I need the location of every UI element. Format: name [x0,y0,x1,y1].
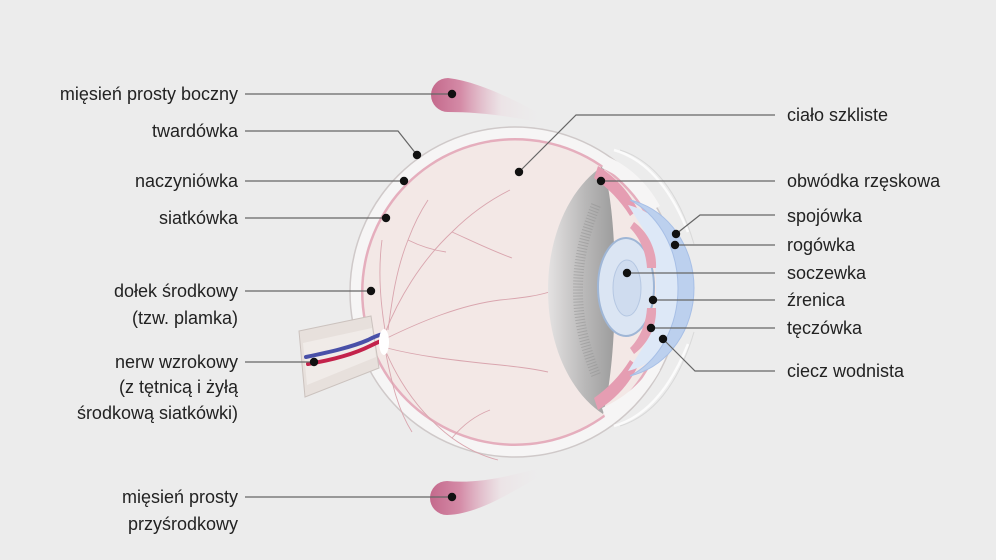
medial-rectus-muscle [430,466,548,515]
label-choroid: naczyniówka [135,171,239,191]
pointer-dot-vitreous [514,167,524,177]
label-aqueous-humor: ciecz wodnista [787,361,905,381]
label-optic-nerve-note-1: (z tętnicą i żyłą [119,377,239,397]
label-fovea-note: (tzw. plamka) [132,308,238,328]
ciliary-band-lower [594,360,638,410]
leader-line-sclera [245,130,418,156]
pointer-dot-optic-nerve [309,357,319,367]
pointer-dot-ciliary-body [596,176,606,186]
labels-left: mięsień prosty boczny twardówka naczynió… [60,84,239,534]
pointer-dot-iris [646,323,656,333]
optic-disc [379,329,389,355]
pointer-dot-conjunctiva [671,229,681,239]
label-conjunctiva: spojówka [787,206,863,226]
label-ciliary-body: obwódka rzęskowa [787,171,941,191]
label-sclera: twardówka [152,121,239,141]
sclera-front-lower [602,366,660,420]
pointer-dot-cornea [670,240,680,250]
pointer-dot-fovea [366,286,376,296]
pointer-dots [309,89,681,502]
label-medial-rectus: mięsień prosty [122,487,238,507]
central-retinal-vein [304,332,385,359]
label-retina: siatkówka [159,208,239,228]
iris-upper [630,222,657,268]
leader-line-vitreous [518,114,775,173]
zonular-fibers [572,203,601,377]
pointer-dot-pupil [648,295,658,305]
pointer-dot-aqueous-humor [658,334,668,344]
pointer-dot-retina [381,213,391,223]
lateral-rectus-muscle [431,78,548,124]
labels-right: ciało szkliste obwódka rzęskowa spojówka… [787,105,941,381]
label-medial-rectus-2: przyśrodkowy [128,514,238,534]
leader-line-conjunctiva [675,214,775,235]
leader-line-aqueous-humor [662,338,775,372]
retinal-vessels [379,189,556,461]
label-optic-nerve-note-2: środkową siatkówki) [77,403,238,423]
leader-lines [245,93,775,498]
label-optic-nerve: nerw wzrokowy [115,352,238,372]
lens-nucleus [612,259,642,317]
label-vitreous: ciało szkliste [787,105,888,125]
pointer-dot-sclera [412,150,422,160]
label-pupil: źrenica [787,290,846,310]
eyeball [298,126,695,461]
label-cornea: rogówka [787,235,856,255]
sclera-front-upper [602,156,660,210]
optic-nerve [298,315,389,398]
label-lateral-rectus: mięsień prosty boczny [60,84,238,104]
pointer-dot-lens [622,268,632,278]
label-lens: soczewka [787,263,867,283]
ciliary-band-upper [594,166,638,216]
iris-lower [630,308,657,354]
pointer-dot-lateral-rectus [447,89,457,99]
pointer-dot-medial-rectus [447,492,457,502]
pointer-dot-choroid [399,176,409,186]
label-iris: tęczówka [787,318,863,338]
label-fovea: dołek środkowy [114,281,238,301]
